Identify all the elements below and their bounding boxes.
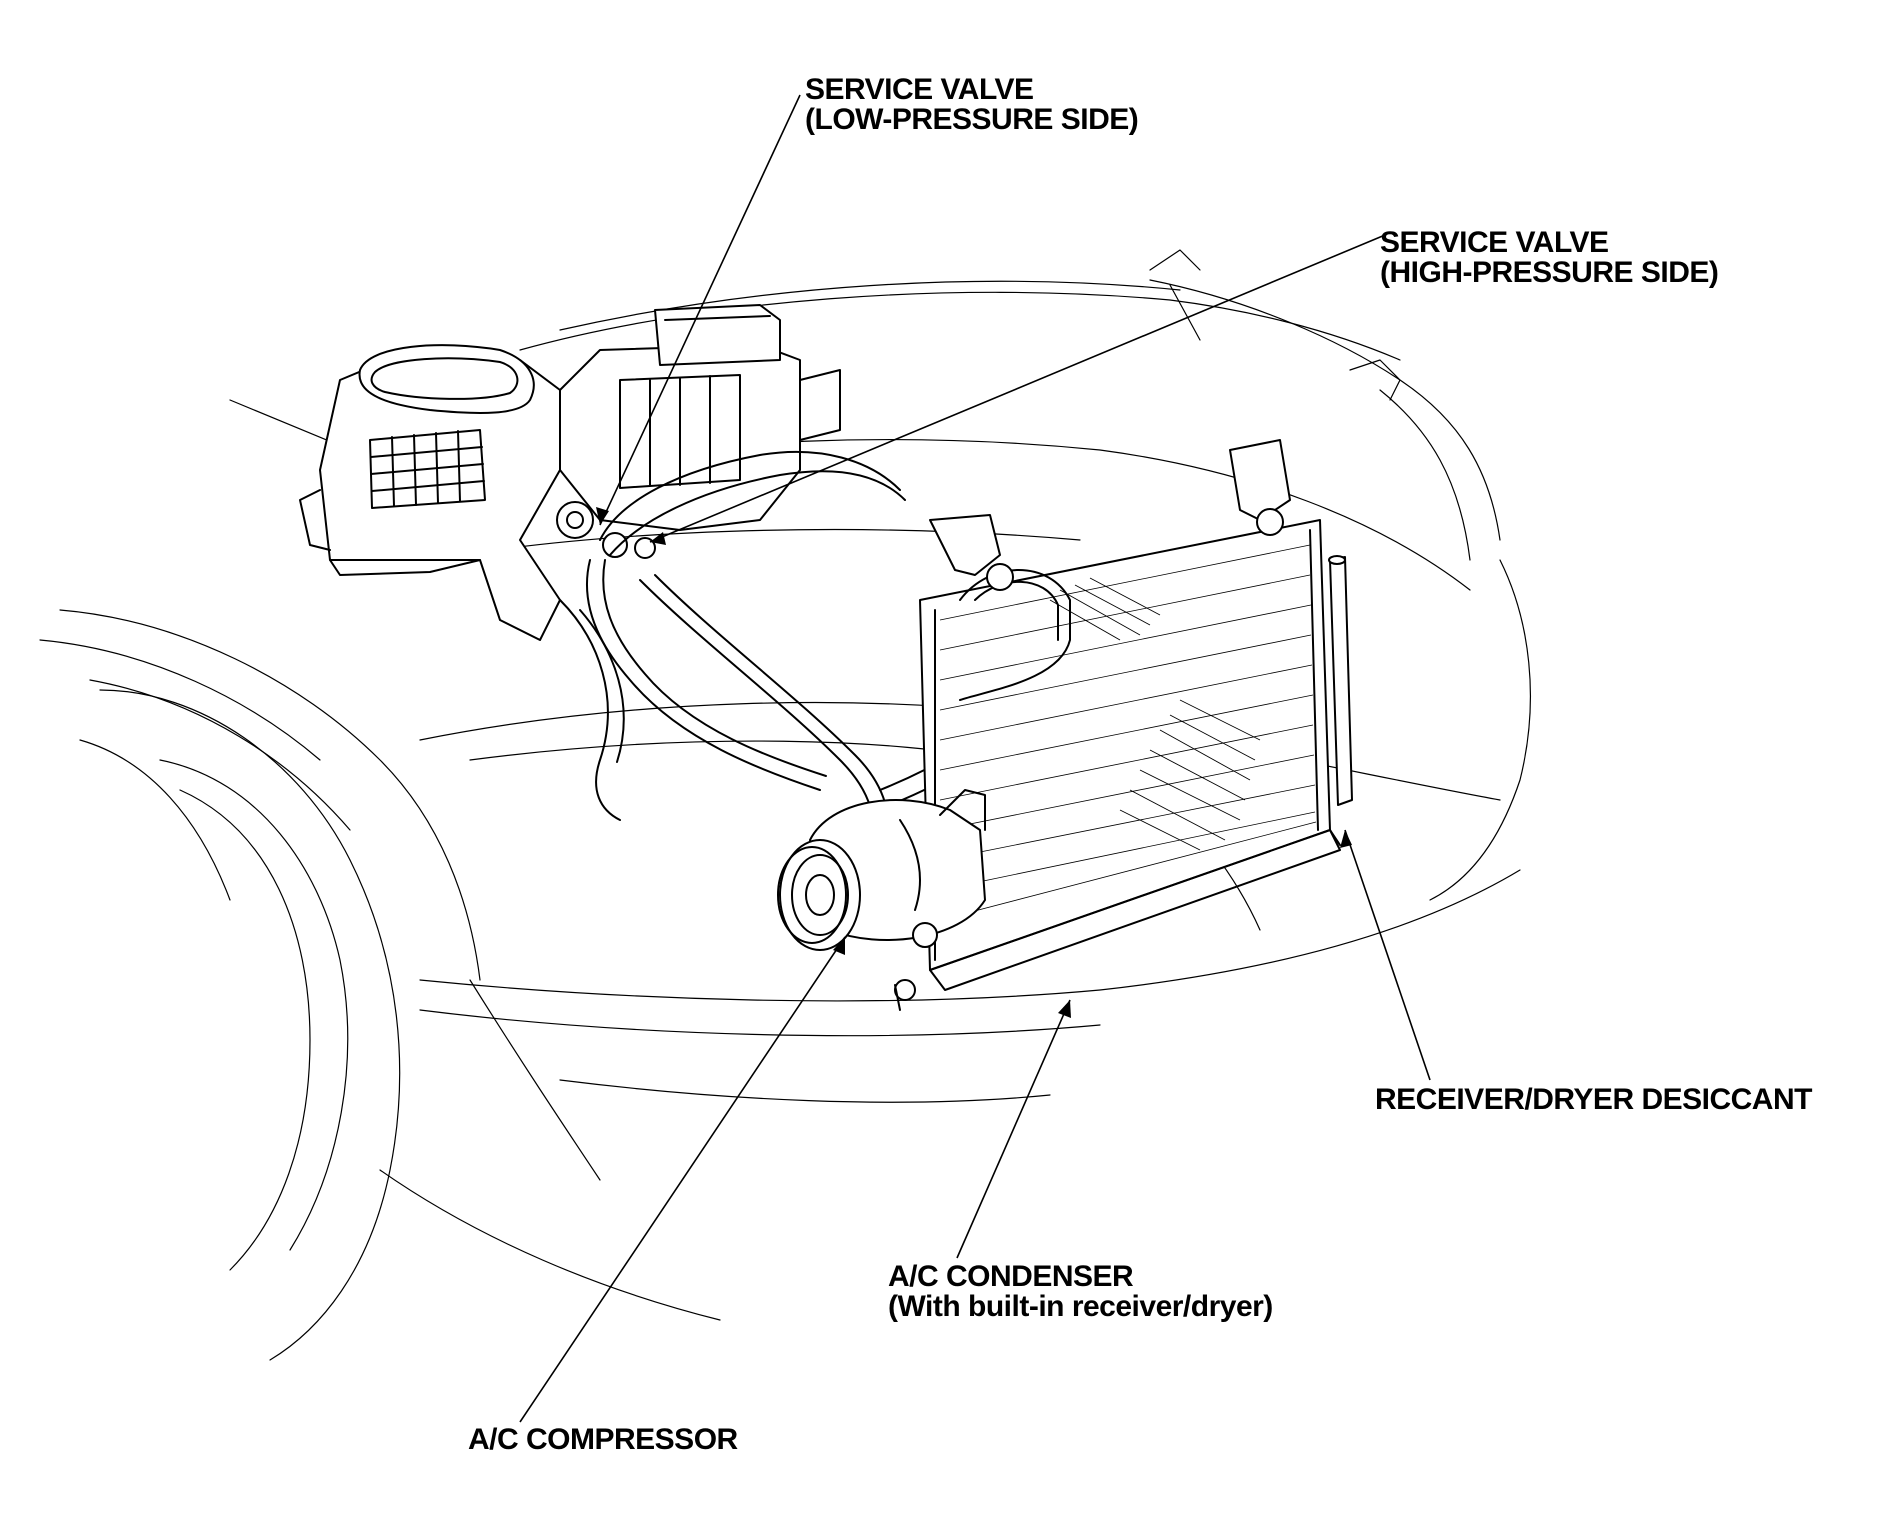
leader-compressor xyxy=(519,936,846,1423)
leader-service-valve-low xyxy=(599,94,801,526)
arrowhead-compressor xyxy=(833,937,845,955)
intake-grille xyxy=(369,429,486,509)
label-service-valve-high-line2: (HIGH-PRESSURE SIDE) xyxy=(1380,256,1719,289)
label-condenser-line1: A/C CONDENSER xyxy=(888,1260,1134,1293)
arrowhead-condenser xyxy=(1058,1000,1071,1018)
arrowhead-receiver-dryer xyxy=(1340,830,1352,848)
hvac-unit-housing xyxy=(299,304,841,641)
leader-service-valve-high xyxy=(649,234,1386,543)
condenser-shading xyxy=(1049,577,1261,851)
label-receiver-dryer: RECEIVER/DRYER DESICCANT xyxy=(1375,1085,1812,1115)
condenser-fins xyxy=(939,544,1317,921)
label-service-valve-low: SERVICE VALVE (LOW-PRESSURE SIDE) xyxy=(805,73,1139,136)
compressor-body xyxy=(777,789,986,1011)
label-service-valve-high: SERVICE VALVE (HIGH-PRESSURE SIDE) xyxy=(1380,226,1719,289)
label-service-valve-high-line1: SERVICE VALVE xyxy=(1380,226,1609,259)
label-receiver-dryer-line1: RECEIVER/DRYER DESICCANT xyxy=(1375,1083,1812,1116)
label-service-valve-low-line2: (LOW-PRESSURE SIDE) xyxy=(805,103,1139,136)
arrowhead-service-valve-high xyxy=(650,532,666,545)
leader-receiver-dryer xyxy=(1344,829,1431,1081)
receiver-dryer-tube xyxy=(1328,555,1353,846)
leader-condenser xyxy=(956,999,1071,1259)
refrigerant-lines xyxy=(559,450,991,861)
label-compressor: A/C COMPRESSOR xyxy=(468,1425,738,1455)
arrowhead-service-valve-low xyxy=(596,507,609,525)
label-compressor-line1: A/C COMPRESSOR xyxy=(468,1423,738,1456)
label-service-valve-low-line1: SERVICE VALVE xyxy=(805,73,1034,106)
condenser-core xyxy=(919,439,1341,991)
leader-lines xyxy=(519,94,1431,1423)
label-condenser-line2: (With built-in receiver/dryer) xyxy=(888,1290,1273,1323)
label-condenser: A/C CONDENSER (With built-in receiver/dr… xyxy=(888,1262,1273,1322)
